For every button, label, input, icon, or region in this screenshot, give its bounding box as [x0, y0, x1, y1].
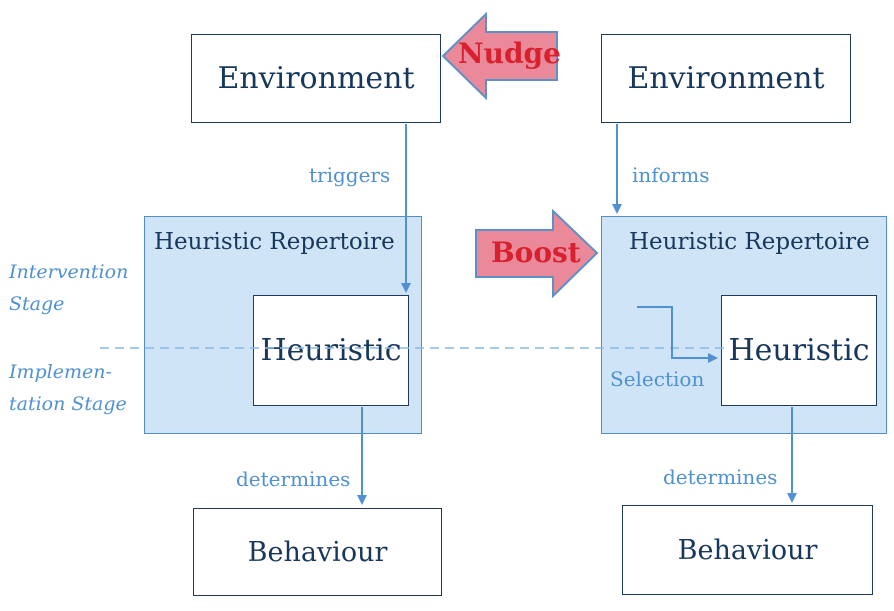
- left-heuristic-box: Heuristic: [253, 295, 409, 406]
- boost-label: Boost: [491, 236, 581, 269]
- right-heuristic-label: Heuristic: [728, 333, 870, 368]
- left-repertoire-title: Heuristic Repertoire: [154, 229, 395, 255]
- right-selection-label: Selection: [610, 367, 705, 391]
- right-heuristic-box: Heuristic: [721, 295, 877, 406]
- right-determines-label: determines: [663, 465, 778, 489]
- left-triggers-label: triggers: [309, 163, 391, 187]
- nudge-label: Nudge: [458, 37, 561, 70]
- left-behaviour-label: Behaviour: [247, 536, 388, 568]
- left-heuristic-label: Heuristic: [260, 333, 402, 368]
- intervention-stage-label: Intervention Stage: [9, 261, 129, 315]
- right-behaviour-label: Behaviour: [677, 534, 818, 566]
- left-behaviour-box: Behaviour: [193, 508, 442, 596]
- right-environment-box: Environment: [601, 34, 851, 123]
- right-informs-label: informs: [632, 163, 710, 187]
- right-repertoire-title: Heuristic Repertoire: [629, 229, 870, 255]
- left-environment-label: Environment: [217, 61, 415, 96]
- left-determines-label: determines: [236, 467, 351, 491]
- right-environment-label: Environment: [627, 61, 825, 96]
- left-environment-box: Environment: [191, 34, 441, 123]
- right-behaviour-box: Behaviour: [622, 505, 873, 595]
- implementation-stage-label: Implemen- tation Stage: [9, 361, 127, 415]
